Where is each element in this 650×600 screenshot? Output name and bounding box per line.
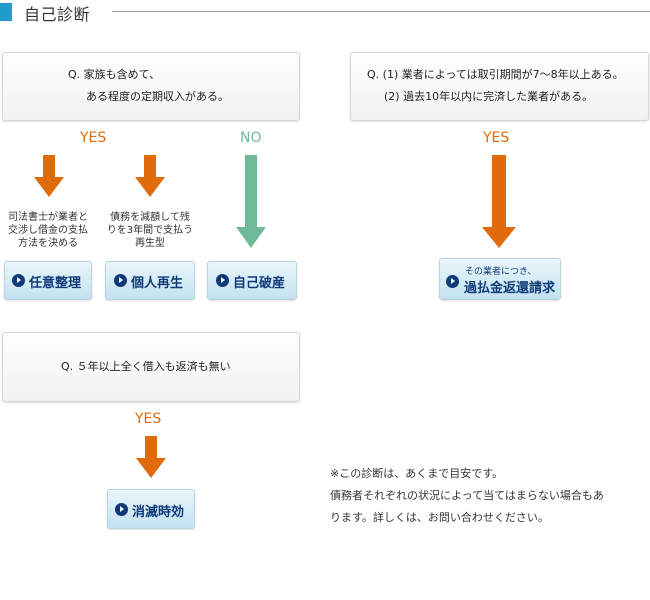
kabarai-sub-label: その業者につき、 bbox=[465, 267, 537, 277]
question-overpayment-line2: (2) 過去10年以内に完済した業者がある。 bbox=[384, 90, 594, 103]
header-divider bbox=[112, 11, 650, 12]
jiko-hasan-label: 自己破産 bbox=[233, 276, 286, 291]
answer-yes-label: YES bbox=[483, 130, 510, 146]
header-accent-bar bbox=[0, 3, 12, 21]
note-nini: 司法書士が業者と 交渉し借金の支払 方法を決める bbox=[2, 211, 94, 250]
play-circle-icon bbox=[216, 274, 229, 287]
nini-seiri-label: 任意整理 bbox=[29, 276, 82, 291]
down-arrow-icon bbox=[34, 155, 64, 197]
note-line: 債務を減額して残 bbox=[110, 212, 190, 223]
kabarai-label: 過払金返還請求 bbox=[464, 281, 556, 296]
down-arrow-icon bbox=[136, 436, 166, 478]
kojin-saisei-label: 個人再生 bbox=[131, 276, 184, 291]
nini-seiri-button[interactable]: 任意整理 bbox=[4, 261, 92, 300]
down-arrow-icon bbox=[135, 155, 165, 197]
play-circle-icon bbox=[12, 274, 25, 287]
down-arrow-icon bbox=[236, 155, 266, 248]
answer-yes-label: YES bbox=[135, 411, 162, 427]
note-line: 再生型 bbox=[135, 238, 165, 249]
kabarai-button[interactable]: その業者につき、 過払金返還請求 bbox=[439, 258, 561, 300]
shometsu-jiko-button[interactable]: 消滅時効 bbox=[107, 489, 195, 529]
question-box-overpayment: Q. (1) 業者によっては取引期間が7〜8年以上ある。 (2) 過去10年以内… bbox=[350, 52, 649, 121]
question-overpayment-line1: Q. (1) 業者によっては取引期間が7〜8年以上ある。 bbox=[367, 68, 624, 81]
question-income-line2: ある程度の定期収入がある。 bbox=[86, 90, 229, 103]
jiko-hasan-button[interactable]: 自己破産 bbox=[207, 261, 297, 300]
question-box-prescription: Q. ５年以上全く借入も返済も無い bbox=[2, 332, 300, 402]
answer-yes-label: YES bbox=[80, 130, 107, 146]
question-box-income: Q. 家族も含めて、 ある程度の定期収入がある。 bbox=[2, 52, 300, 121]
question-income-line1: Q. 家族も含めて、 bbox=[68, 68, 161, 81]
footnote-line: ります。詳しくは、お問い合わせください。 bbox=[330, 511, 549, 524]
down-arrow-icon bbox=[482, 155, 516, 248]
shometsu-jiko-label: 消滅時効 bbox=[132, 505, 185, 520]
note-line: りを3年間で支払う bbox=[106, 225, 194, 236]
answer-no-label: NO bbox=[240, 130, 262, 146]
note-kojin: 債務を減額して残 りを3年間で支払う 再生型 bbox=[104, 211, 196, 250]
note-line: 方法を決める bbox=[18, 238, 78, 249]
footnote: ※この診断は、あくまで目安です。 債務者それぞれの状況によって当てはまらない場合… bbox=[330, 463, 604, 529]
play-circle-icon bbox=[115, 503, 128, 516]
kojin-saisei-button[interactable]: 個人再生 bbox=[105, 261, 195, 300]
note-line: 交渉し借金の支払 bbox=[8, 225, 88, 236]
play-circle-icon bbox=[446, 275, 459, 288]
page-title: 自己診断 bbox=[24, 5, 91, 24]
question-prescription-line1: Q. ５年以上全く借入も返済も無い bbox=[61, 360, 231, 373]
footnote-line: 債務者それぞれの状況によって当てはまらない場合もあ bbox=[330, 489, 604, 502]
play-circle-icon bbox=[114, 274, 127, 287]
footnote-line: ※この診断は、あくまで目安です。 bbox=[330, 467, 504, 480]
note-line: 司法書士が業者と bbox=[8, 212, 88, 223]
